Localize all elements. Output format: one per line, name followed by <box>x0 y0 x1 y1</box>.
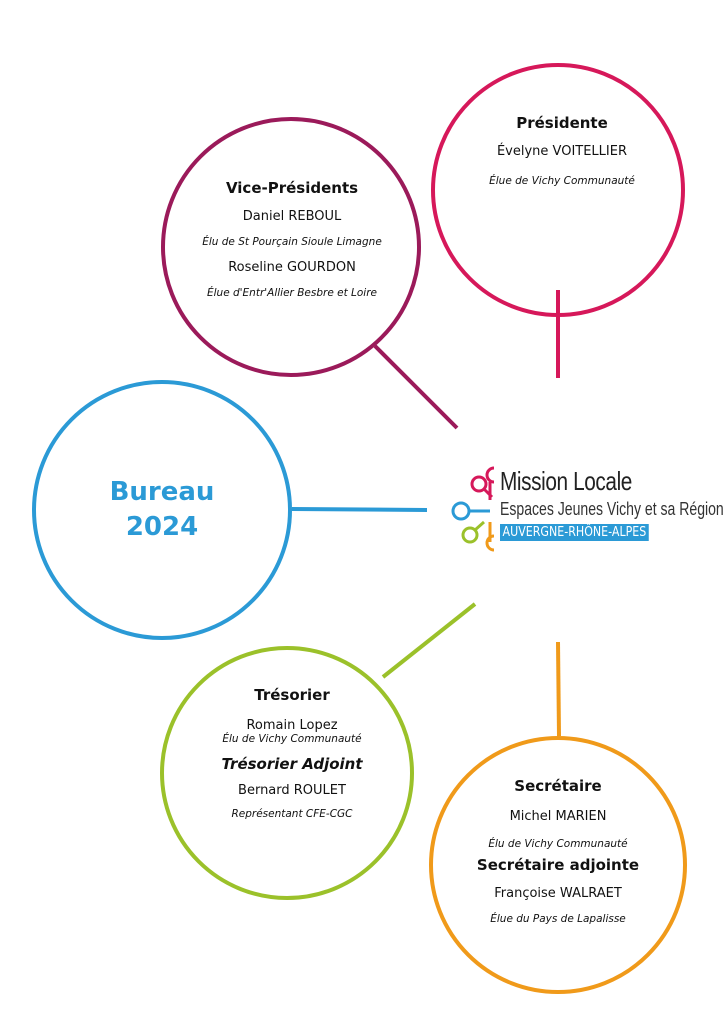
vice-block: Vice-Présidents Daniel REBOUL Élu de St … <box>177 179 407 299</box>
vice-name-1: Daniel REBOUL <box>242 209 342 224</box>
tresorier-role-1: Élu de Vichy Communauté <box>222 733 362 745</box>
mission-locale-logo: Mission Locale Espaces Jeunes Vichy et s… <box>446 462 724 557</box>
tresorier-adjoint-title: Trésorier Adjoint <box>221 755 363 773</box>
vice-title: Vice-Présidents <box>225 179 359 197</box>
tresorier-name-1: Romain Lopez <box>246 718 338 733</box>
logo-subtitle: Espaces Jeunes Vichy et sa Région <box>500 499 724 519</box>
circle-bureau <box>32 380 292 640</box>
connector-tresorier <box>381 602 477 679</box>
logo-region: AUVERGNE-RHÔNE-ALPES <box>500 524 649 541</box>
secretaire-name-1: Michel MARIEN <box>509 809 607 824</box>
connector-secretaire <box>556 641 561 737</box>
tresorier-role-2: Représentant CFE-CGC <box>231 808 353 820</box>
secretaire-block: Secrétaire Michel MARIEN Élu de Vichy Co… <box>448 777 668 925</box>
logo-title: Mission Locale <box>500 466 632 496</box>
presidente-name: Évelyne VOITELLIER <box>496 144 628 159</box>
secretaire-name-2: Françoise WALRAET <box>494 886 622 901</box>
presidente-role: Élue de Vichy Communauté <box>489 175 635 187</box>
vice-role-2: Élue d'Entr'Allier Besbre et Loire <box>206 287 377 299</box>
circle-tresorier <box>160 646 414 900</box>
tresorier-title: Trésorier <box>254 686 330 704</box>
circle-secretaire <box>429 736 687 994</box>
bureau-title: Bureau 2024 <box>109 477 215 542</box>
secretaire-role-2: Élue du Pays de Lapalisse <box>490 913 626 925</box>
secretaire-role-1: Élu de Vichy Communauté <box>488 838 628 850</box>
connector-bureau <box>291 507 428 512</box>
secretaire-adjointe-title: Secrétaire adjointe <box>476 856 640 874</box>
presidente-block: Présidente Évelyne VOITELLIER Élue de Vi… <box>452 114 672 187</box>
tresorier-name-2: Bernard ROULET <box>238 783 346 798</box>
presidente-title: Présidente <box>516 114 608 132</box>
vice-role-1: Élu de St Pourçain Sioule Limagne <box>202 236 382 248</box>
vice-name-2: Roseline GOURDON <box>228 260 356 275</box>
magnifier-logo-icon <box>451 466 495 552</box>
circle-presidente <box>431 63 685 317</box>
secretaire-title: Secrétaire <box>514 777 602 795</box>
connector-vice <box>373 344 459 430</box>
tresorier-block: Trésorier Romain Lopez Élu de Vichy Comm… <box>182 686 402 820</box>
circle-vice <box>161 117 421 377</box>
